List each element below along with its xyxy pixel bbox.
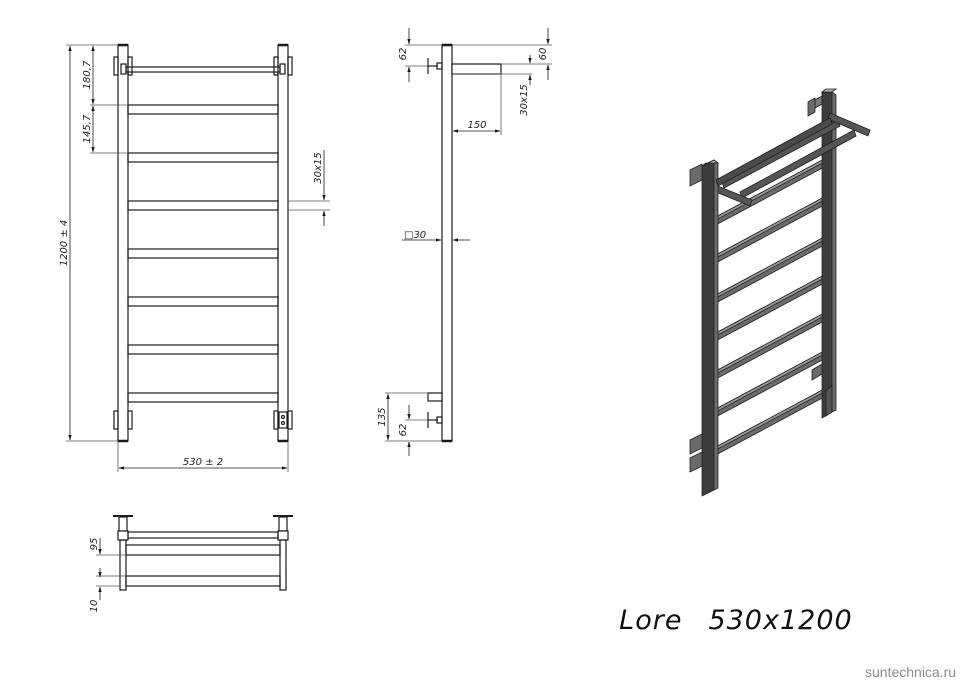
product-name: Lore <box>619 605 683 636</box>
rungs <box>127 104 279 403</box>
shelf-arm <box>451 63 502 75</box>
shelf-offset-label: 60 <box>538 48 549 61</box>
iso-left-upright <box>689 159 720 497</box>
watermark: suntechnica.ru <box>865 664 957 680</box>
top-view <box>113 515 293 591</box>
side-top-mount-label: 62 <box>398 48 409 61</box>
product-title: Lore 530x1200 <box>600 574 853 636</box>
front-dimensions <box>66 44 330 472</box>
right-upright <box>277 44 289 442</box>
electric-connector <box>278 411 288 429</box>
shelf-section-label: 30x15 <box>519 84 530 115</box>
height-label: 1200 ± 4 <box>59 220 70 267</box>
bottom-offset-label: 10 <box>89 600 100 613</box>
upright-section-label: □30 <box>404 230 426 241</box>
side-view <box>427 43 502 443</box>
width-label: 530 ± 2 <box>183 457 223 468</box>
bottom-mount-label: 62 <box>398 424 409 437</box>
front-view <box>113 43 293 443</box>
bottom-connector-label: 135 <box>377 407 388 426</box>
product-size: 530x1200 <box>708 605 853 636</box>
iso-shelf-front-bar <box>715 117 833 187</box>
isometric-view <box>689 88 871 497</box>
top-offset-label: 180,7 <box>82 60 93 89</box>
top-dimensions <box>96 538 126 600</box>
shelf-depth-label: 150 <box>467 120 486 131</box>
left-upright <box>117 44 129 442</box>
iso-rungs <box>713 157 829 457</box>
rung-section-label: 30x15 <box>313 152 324 183</box>
shelf-bar <box>125 66 281 73</box>
side-upright <box>441 44 453 442</box>
shelf-bar-spacing-label: 95 <box>89 538 100 551</box>
rung-pitch-label: 145,7 <box>82 114 93 143</box>
iso-right-upright <box>807 88 838 419</box>
side-dimensions <box>385 28 552 456</box>
